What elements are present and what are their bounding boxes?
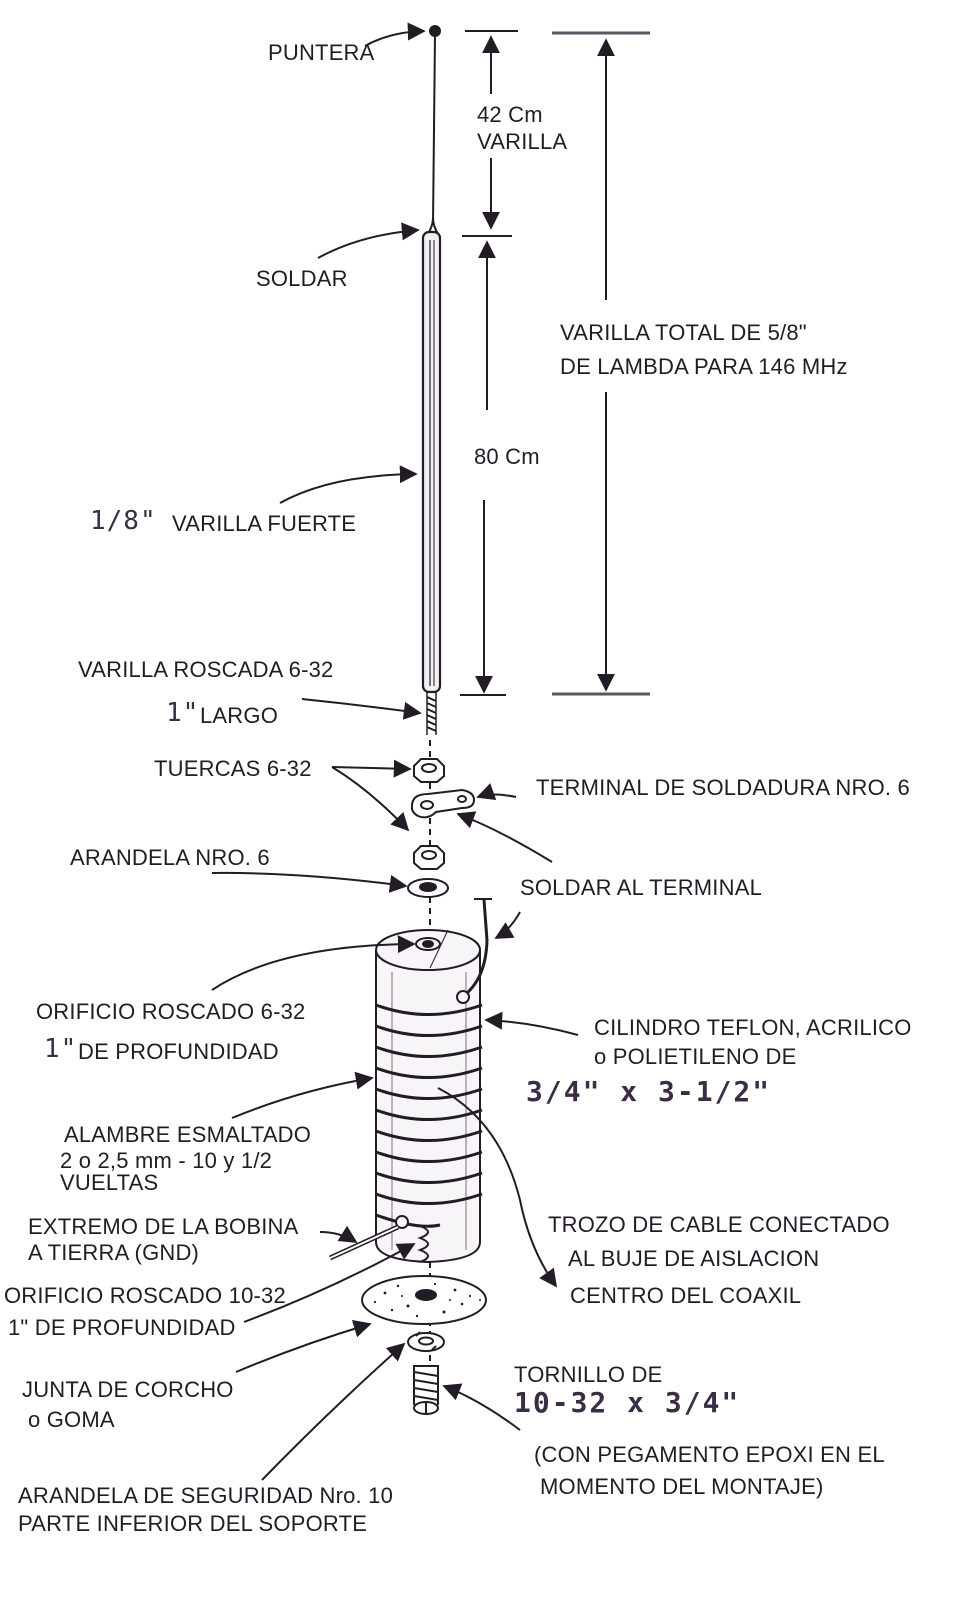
leader-largo — [301, 698, 422, 720]
thick-rod — [421, 230, 442, 694]
label-alambre-line1: ALAMBRE ESMALTADO — [64, 1122, 312, 1147]
label-junta-line1: JUNTA DE CORCHO — [22, 1377, 234, 1402]
leader-orificio-1032 — [243, 1243, 416, 1323]
solder-joint — [426, 217, 440, 237]
nut-632-upper — [413, 758, 445, 783]
cylinder-body — [375, 929, 481, 1264]
threaded-hole-1032 — [417, 1225, 429, 1263]
label-puntera: PUNTERA — [268, 40, 375, 65]
label-epoxi-line1: (CON PEGAMENTO EPOXI EN EL — [534, 1442, 885, 1467]
label-largo: LARGO — [200, 703, 279, 728]
label-varilla-fuerte: VARILLA FUERTE — [172, 511, 357, 536]
label-trozo-line3: CENTRO DEL COAXIL — [570, 1283, 802, 1308]
label-soldar-terminal: SOLDAR AL TERMINAL — [520, 875, 763, 900]
dimension-80cm — [460, 235, 512, 696]
label-42cm: 42 Cm — [477, 102, 543, 127]
label-varilla-roscada: VARILLA ROSCADA 6-32 — [78, 657, 334, 682]
label-orificio-1032: ORIFICIO ROSCADO 10-32 — [4, 1283, 286, 1308]
label-orificio-632: ORIFICIO ROSCADO 6-32 — [36, 999, 306, 1024]
label-profundidad-1: DE PROFUNDIDAD — [78, 1039, 279, 1064]
leader-cilindro — [484, 1011, 579, 1036]
leader-tuercas-b — [331, 766, 410, 832]
leader-arandela-6 — [211, 871, 408, 893]
washer-6 — [407, 878, 449, 898]
label-cilindro-line1: CILINDRO TEFLON, ACRILICO — [594, 1015, 912, 1040]
label-soldar: SOLDAR — [256, 266, 348, 291]
screw-1032 — [413, 1365, 439, 1415]
leader-extremo — [319, 1225, 358, 1243]
leader-trozo — [437, 1087, 558, 1288]
coil-winding — [375, 1003, 483, 1228]
label-junta-line2: o GOMA — [28, 1407, 115, 1432]
label-profundidad-1-size: 1" — [44, 1034, 78, 1064]
leader-soldar-terminal — [456, 811, 553, 863]
label-terminal-soldadura: TERMINAL DE SOLDADURA NRO. 6 — [536, 775, 910, 800]
label-80cm: 80 Cm — [474, 444, 540, 469]
leader-alambre — [231, 1071, 374, 1119]
label-total-line1: VARILLA TOTAL DE 5/8" — [560, 320, 807, 345]
leader-orificio-632 — [211, 935, 416, 991]
label-tuercas: TUERCAS 6-32 — [154, 756, 312, 781]
label-total-line2: DE LAMBDA PARA 146 MHz — [560, 354, 848, 379]
leader-tornillo — [442, 1383, 521, 1431]
nut-632-lower — [413, 845, 445, 870]
label-trozo-line1: TROZO DE CABLE CONECTADO — [548, 1212, 890, 1237]
leader-soldar-al-terminal — [494, 911, 521, 939]
leader-arandela-seg — [261, 1342, 406, 1481]
label-arandela-6: ARANDELA NRO. 6 — [70, 845, 270, 870]
threaded-rod-632 — [426, 692, 437, 735]
leader-junta — [235, 1320, 372, 1373]
leader-soldar — [317, 222, 420, 259]
thin-whip — [432, 33, 436, 225]
dimension-42cm — [465, 30, 518, 230]
lock-washer-10 — [407, 1331, 445, 1352]
label-varilla-42: VARILLA — [477, 129, 568, 154]
label-largo-size: 1" — [166, 698, 200, 728]
label-alambre-line2: 2 o 2,5 mm - 10 y 1/2 — [60, 1148, 273, 1173]
label-arandela-seg-line2: PARTE INFERIOR DEL SOPORTE — [18, 1511, 368, 1536]
label-profundidad-2: 1" DE PROFUNDIDAD — [8, 1315, 236, 1340]
label-trozo-line2: AL BUJE DE AISLACION — [568, 1246, 820, 1271]
label-extremo-line2: A TIERRA (GND) — [28, 1240, 200, 1265]
leader-varilla-fuerte — [279, 465, 418, 504]
solder-terminal — [410, 788, 476, 819]
cork-gasket — [361, 1275, 487, 1325]
leader-terminal — [476, 783, 517, 801]
label-alambre-line3: VUELTAS — [60, 1170, 159, 1195]
label-tornillo-size: 10-32 x 3/4" — [514, 1386, 741, 1419]
leader-puntera — [364, 22, 426, 47]
label-tornillo-line1: TORNILLO DE — [514, 1362, 663, 1387]
label-epoxi-line2: MOMENTO DEL MONTAJE) — [540, 1474, 824, 1499]
dimension-total — [552, 31, 650, 696]
label-extremo-line1: EXTREMO DE LA BOBINA — [28, 1214, 299, 1239]
label-cilindro-size: 3/4" x 3-1/2" — [526, 1075, 772, 1108]
label-varilla-fuerte-size: 1/8" — [90, 506, 157, 536]
leader-tuercas-a — [331, 759, 412, 778]
label-cilindro-line2: o POLIETILENO DE — [594, 1044, 797, 1069]
label-arandela-seg-line1: ARANDELA DE SEGURIDAD Nro. 10 — [18, 1483, 394, 1508]
